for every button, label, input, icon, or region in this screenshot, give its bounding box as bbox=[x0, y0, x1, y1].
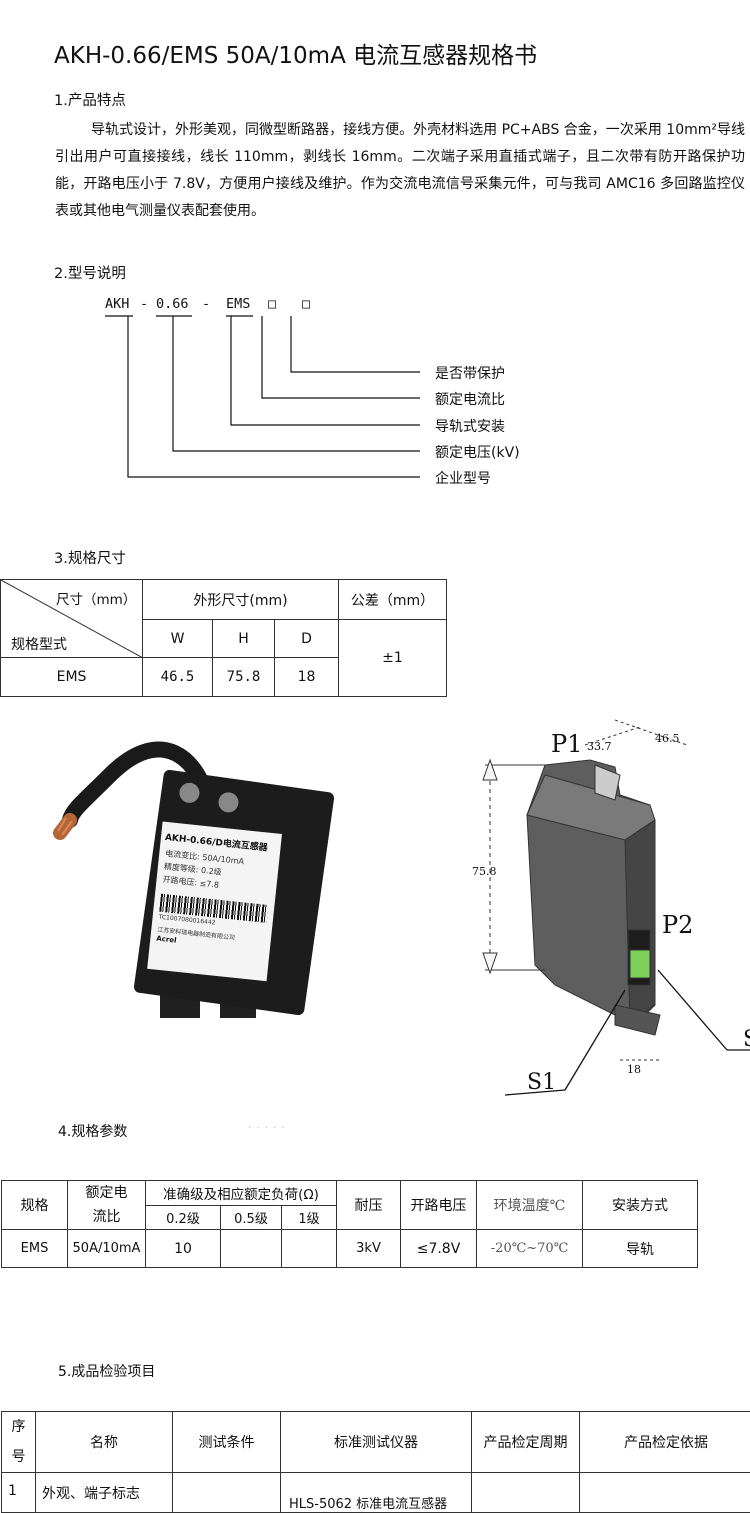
hdr-class-0-5: 0.5级 bbox=[221, 1205, 282, 1230]
hdr-spec: 规格 bbox=[2, 1181, 68, 1230]
hdr-class-1: 1级 bbox=[282, 1205, 337, 1230]
diag-bottom-label: 规格型式 bbox=[11, 634, 67, 654]
hdr-temperature: 环境温度℃ bbox=[477, 1181, 583, 1230]
dim-46-5: 46.5 bbox=[655, 732, 680, 745]
model-leader-lines bbox=[0, 0, 750, 500]
hdr-accuracy: 准确级及相应额定负荷(Ω) bbox=[146, 1181, 337, 1206]
label-p1: P1 bbox=[551, 730, 582, 758]
faint-mark: · · · · · bbox=[248, 1123, 286, 1134]
dimension-diag-cell: 尺寸（mm） 规格型式 bbox=[1, 580, 143, 658]
dim-18: 18 bbox=[627, 1063, 641, 1076]
row-class-0-5 bbox=[221, 1230, 282, 1268]
row-temperature: -20℃~70℃ bbox=[477, 1230, 583, 1268]
row-open-voltage: ≤7.8V bbox=[401, 1230, 477, 1268]
product-body: AKH-0.66/D电流互感器 电流变比: 50A/10mA 精度等级: 0.2… bbox=[133, 769, 335, 1016]
row-class-1 bbox=[282, 1230, 337, 1268]
col-w: W bbox=[143, 620, 213, 658]
row1-instrument: HLS-5062 标准电流互感器 bbox=[281, 1473, 472, 1513]
row-class-0-2: 10 bbox=[146, 1230, 221, 1268]
dim-33-7: 33.7 bbox=[587, 740, 612, 753]
model-label-ratio: 额定电流比 bbox=[435, 389, 505, 409]
model-label-company: 企业型号 bbox=[435, 468, 491, 488]
hdr-period: 产品检定周期 bbox=[472, 1412, 580, 1473]
row1-name: 外观、端子标志 bbox=[36, 1473, 173, 1513]
terminal-screw-icon bbox=[178, 782, 201, 805]
section4-heading: 4.规格参数 bbox=[58, 1121, 127, 1141]
model-label-protection: 是否带保护 bbox=[435, 363, 505, 383]
row1-seq: 1 bbox=[2, 1473, 36, 1513]
model-label-voltage: 额定电压(kV) bbox=[435, 442, 520, 462]
section5-heading: 5.成品检验项目 bbox=[58, 1361, 155, 1381]
row-mount: 导轨 bbox=[583, 1230, 698, 1268]
value-h: 75.8 bbox=[213, 658, 275, 697]
dimension-drawing: P1 P2 S1 S 33.7 46.5 75.8 18 bbox=[465, 705, 750, 1105]
product-label: AKH-0.66/D电流互感器 电流变比: 50A/10mA 精度等级: 0.2… bbox=[147, 822, 282, 982]
label-s1: S1 bbox=[527, 1070, 556, 1095]
hdr-seq: 序号 bbox=[2, 1412, 36, 1473]
parameter-table: 规格 额定电流比 准确级及相应额定负荷(Ω) 耐压 开路电压 环境温度℃ 安装方… bbox=[1, 1180, 698, 1268]
row1-period bbox=[472, 1473, 580, 1513]
hdr-class-0-2: 0.2级 bbox=[146, 1205, 221, 1230]
inspection-table: 序号 名称 测试条件 标准测试仪器 产品检定周期 产品检定依据 1 外观、端子标… bbox=[1, 1411, 750, 1513]
row1-basis bbox=[580, 1473, 750, 1513]
hdr-name: 名称 bbox=[36, 1412, 173, 1473]
value-w: 46.5 bbox=[143, 658, 213, 697]
value-d: 18 bbox=[275, 658, 339, 697]
row-label-ems: EMS bbox=[1, 658, 143, 697]
dimension-table: 尺寸（mm） 规格型式 外形尺寸(mm) 公差（mm） W H D ±1 EMS… bbox=[0, 579, 447, 697]
product-photo: AKH-0.66/D电流互感器 电流变比: 50A/10mA 精度等级: 0.2… bbox=[50, 725, 340, 1025]
hdr-mount: 安装方式 bbox=[583, 1181, 698, 1230]
tolerance-value: ±1 bbox=[339, 620, 447, 697]
tolerance-header: 公差（mm） bbox=[339, 580, 447, 620]
hdr-withstand: 耐压 bbox=[337, 1181, 401, 1230]
drawing-lines bbox=[465, 705, 750, 1105]
label-p2: P2 bbox=[662, 911, 693, 939]
outer-dim-header: 外形尺寸(mm) bbox=[143, 580, 339, 620]
dim-75-8: 75.8 bbox=[472, 865, 497, 878]
row-ratio: 50A/10mA bbox=[68, 1230, 146, 1268]
row-withstand: 3kV bbox=[337, 1230, 401, 1268]
terminal-screw-icon bbox=[217, 791, 240, 814]
col-h: H bbox=[213, 620, 275, 658]
label-s: S bbox=[743, 1027, 750, 1052]
diag-top-label: 尺寸（mm） bbox=[56, 588, 136, 608]
hdr-condition: 测试条件 bbox=[173, 1412, 281, 1473]
hdr-open-voltage: 开路电压 bbox=[401, 1181, 477, 1230]
row1-condition bbox=[173, 1473, 281, 1513]
model-label-rail: 导轨式安装 bbox=[435, 416, 505, 436]
row-spec: EMS bbox=[2, 1230, 68, 1268]
section3-heading: 3.规格尺寸 bbox=[54, 547, 126, 568]
hdr-basis: 产品检定依据 bbox=[580, 1412, 750, 1473]
hdr-instrument: 标准测试仪器 bbox=[281, 1412, 472, 1473]
col-d: D bbox=[275, 620, 339, 658]
hdr-ratio: 额定电流比 bbox=[68, 1181, 146, 1230]
